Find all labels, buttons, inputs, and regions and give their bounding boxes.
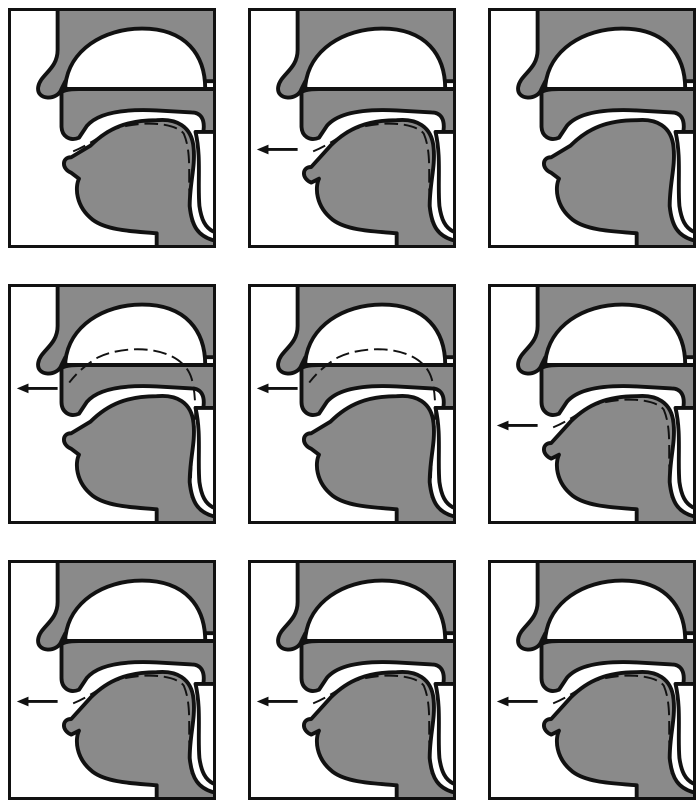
tongue-lower-jaw xyxy=(64,672,213,797)
outflow-arrow-head xyxy=(17,697,29,707)
pharynx-wall xyxy=(676,684,693,783)
vocal-tract-diagram xyxy=(251,563,453,797)
pharynx-wall xyxy=(436,408,453,507)
pharynx-wall xyxy=(436,132,453,231)
vocal-tract-diagram xyxy=(251,287,453,521)
tongue-lower-jaw xyxy=(64,396,213,521)
vocal-tract-panel-8 xyxy=(248,560,456,800)
pharynx-wall xyxy=(196,132,213,231)
vocal-tract-panel-4 xyxy=(8,284,216,524)
vocal-tract-panel-2 xyxy=(248,8,456,248)
vocal-tract-diagram xyxy=(11,11,213,245)
outflow-arrow-head xyxy=(257,145,269,155)
outflow-arrow-head xyxy=(257,697,269,707)
vocal-tract-panel-1 xyxy=(8,8,216,248)
pharynx-wall xyxy=(676,408,693,507)
outflow-arrow-head xyxy=(497,421,509,431)
tongue-lower-jaw xyxy=(544,396,693,521)
outflow-arrow-head xyxy=(257,384,269,394)
tongue-lower-jaw xyxy=(304,672,453,797)
tongue-lower-jaw xyxy=(304,396,453,521)
vocal-tract-diagram xyxy=(11,563,213,797)
tongue-lower-jaw xyxy=(544,120,693,245)
vocal-tract-panel-6 xyxy=(488,284,696,524)
vocal-tract-panel-9 xyxy=(488,560,696,800)
vocal-tract-panel-5 xyxy=(248,284,456,524)
pharynx-wall xyxy=(196,408,213,507)
pharynx-wall xyxy=(196,684,213,783)
tongue-lower-jaw xyxy=(544,672,693,797)
outflow-arrow-head xyxy=(497,697,509,707)
vocal-tract-diagram xyxy=(491,563,693,797)
vocal-tract-diagram xyxy=(491,11,693,245)
tongue-lower-jaw xyxy=(304,120,453,245)
pharynx-wall xyxy=(436,684,453,783)
vocal-tract-diagram xyxy=(11,287,213,521)
vocal-tract-diagram xyxy=(251,11,453,245)
outflow-arrow-head xyxy=(17,384,29,394)
pharynx-wall xyxy=(676,132,693,231)
vocal-tract-panel-7 xyxy=(8,560,216,800)
vocal-tract-panel-3 xyxy=(488,8,696,248)
tongue-lower-jaw xyxy=(64,120,213,245)
vocal-tract-diagram xyxy=(491,287,693,521)
